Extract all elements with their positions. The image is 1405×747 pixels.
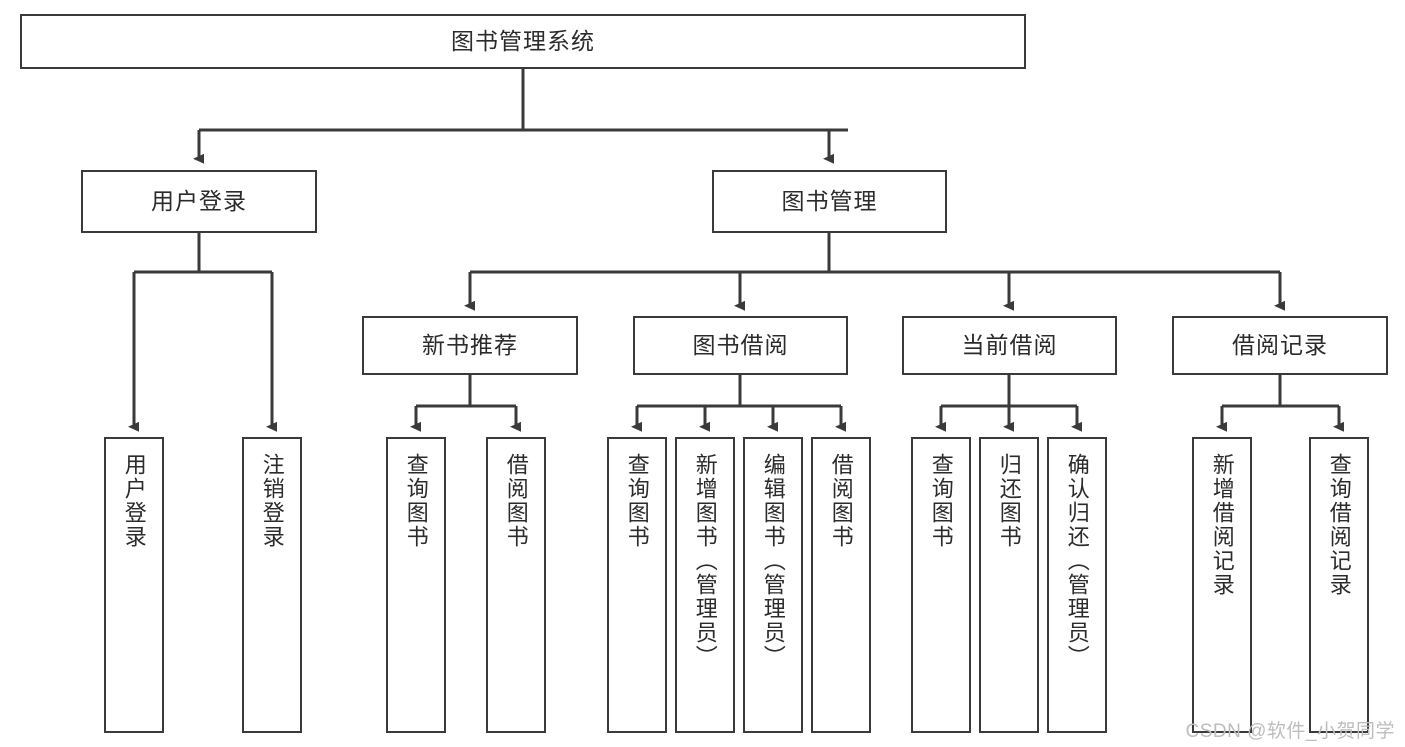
- node-borrow-record-label: 借阅记录: [1232, 331, 1328, 358]
- node-leaf-confirm-return-label: 确认归还（管理员）: [1064, 453, 1090, 669]
- node-leaf-user-logout-label: 注销登录: [259, 453, 285, 549]
- node-leaf-query-record-label: 查询借阅记录: [1326, 453, 1352, 597]
- node-leaf-query-record[interactable]: 查询借阅记录: [1309, 437, 1369, 733]
- node-leaf-borrow-book-2[interactable]: 借阅图书: [811, 437, 871, 733]
- watermark: CSDN @软件_小贺同学: [1185, 721, 1395, 742]
- node-leaf-add-book-label: 新增图书（管理员）: [692, 453, 718, 669]
- node-root[interactable]: 图书管理系统: [20, 14, 1026, 69]
- node-new-book-recommend[interactable]: 新书推荐: [362, 316, 578, 375]
- node-user-login[interactable]: 用户登录: [81, 170, 317, 233]
- node-current-borrow-label: 当前借阅: [961, 331, 1058, 358]
- node-leaf-add-book[interactable]: 新增图书（管理员）: [675, 437, 735, 733]
- node-leaf-borrow-book-2-label: 借阅图书: [828, 453, 854, 549]
- node-leaf-borrow-book-1[interactable]: 借阅图书: [486, 437, 546, 733]
- node-new-book-recommend-label: 新书推荐: [422, 331, 518, 358]
- node-leaf-query-book-2-label: 查询图书: [624, 453, 650, 549]
- node-root-label: 图书管理系统: [451, 27, 595, 54]
- node-leaf-borrow-book-1-label: 借阅图书: [503, 453, 529, 549]
- node-leaf-confirm-return[interactable]: 确认归还（管理员）: [1047, 437, 1107, 733]
- node-book-management[interactable]: 图书管理: [712, 170, 947, 233]
- node-book-borrow-label: 图书借阅: [692, 331, 789, 358]
- node-leaf-add-record[interactable]: 新增借阅记录: [1192, 437, 1252, 733]
- node-leaf-user-login[interactable]: 用户登录: [104, 437, 164, 733]
- node-leaf-return-book[interactable]: 归还图书: [979, 437, 1039, 733]
- node-leaf-user-login-label: 用户登录: [121, 453, 147, 549]
- node-leaf-query-book-1-label: 查询图书: [403, 453, 429, 549]
- node-leaf-query-book-2[interactable]: 查询图书: [607, 437, 667, 733]
- node-user-login-label: 用户登录: [151, 187, 247, 214]
- node-leaf-edit-book[interactable]: 编辑图书（管理员）: [743, 437, 803, 733]
- node-leaf-add-record-label: 新增借阅记录: [1209, 453, 1235, 597]
- node-borrow-record[interactable]: 借阅记录: [1172, 316, 1388, 375]
- node-leaf-query-book-3-label: 查询图书: [928, 453, 954, 549]
- node-leaf-query-book-1[interactable]: 查询图书: [386, 437, 446, 733]
- node-current-borrow[interactable]: 当前借阅: [902, 316, 1117, 375]
- node-leaf-edit-book-label: 编辑图书（管理员）: [760, 453, 786, 669]
- node-leaf-return-book-label: 归还图书: [996, 453, 1022, 549]
- node-book-management-label: 图书管理: [781, 187, 878, 214]
- node-book-borrow[interactable]: 图书借阅: [633, 316, 848, 375]
- node-leaf-user-logout[interactable]: 注销登录: [242, 437, 302, 733]
- node-leaf-query-book-3[interactable]: 查询图书: [911, 437, 971, 733]
